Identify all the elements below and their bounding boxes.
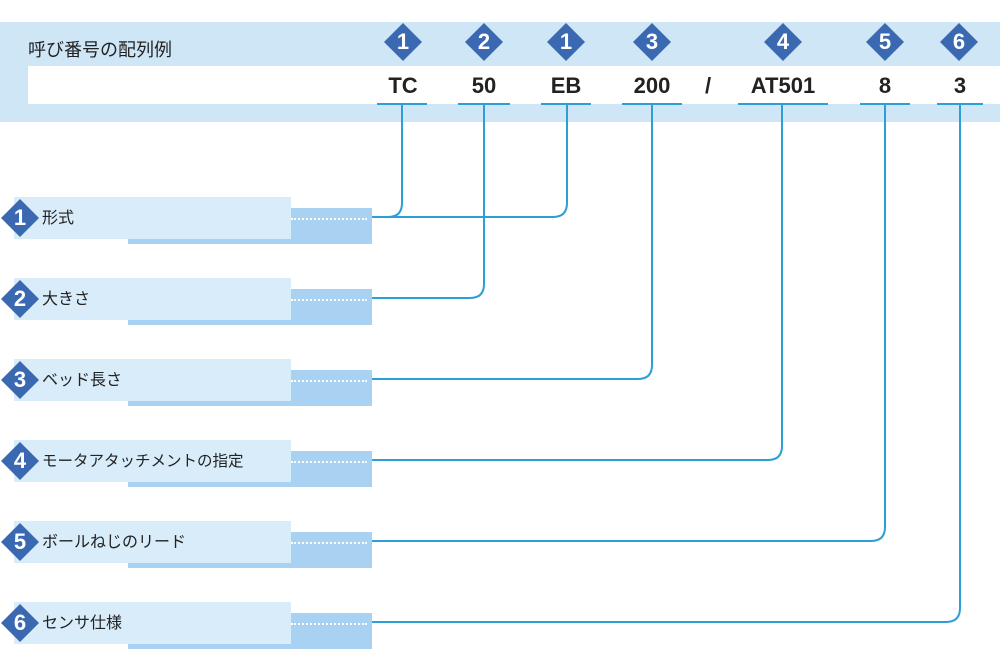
code-part-type: TC — [388, 73, 418, 98]
diagram-title: 呼び番号の配列例 — [28, 40, 172, 61]
code-part-sensor: 3 — [953, 73, 967, 98]
label-box-size — [14, 278, 291, 320]
code-underline — [738, 103, 828, 105]
label-dotted-line — [291, 461, 367, 463]
connector-sensor-spec — [369, 105, 961, 623]
code-separator: / — [704, 73, 712, 98]
badge-diamond-6: 6 — [939, 22, 979, 62]
connector-bed-length — [369, 105, 653, 380]
label-box-bed-length — [14, 359, 291, 401]
label-size: 大きさ — [42, 289, 91, 308]
label-dotted-line — [291, 218, 367, 220]
badge-diamond-6: 6 — [0, 603, 40, 643]
code-part-lead: 8 — [878, 73, 892, 98]
badge-diamond-3: 3 — [632, 22, 672, 62]
connector-type-tc — [369, 105, 403, 218]
code-part-type-suffix: EB — [550, 73, 582, 98]
label-sensor-spec: センサ仕様 — [42, 613, 123, 632]
badge-diamond-5: 5 — [0, 522, 40, 562]
code-underline — [937, 103, 983, 105]
badge-diamond-2: 2 — [0, 279, 40, 319]
badge-diamond-1: 1 — [383, 22, 423, 62]
badge-diamond-4: 4 — [0, 441, 40, 481]
connector-motor-attachment — [369, 105, 783, 461]
label-box-ball-screw-lead — [14, 521, 291, 563]
label-dotted-line — [291, 380, 367, 382]
badge-diamond-5: 5 — [865, 22, 905, 62]
code-underline — [458, 103, 510, 105]
code-underline — [860, 103, 910, 105]
label-ball-screw-lead: ボールねじのリード — [42, 532, 187, 551]
label-dotted-line — [291, 542, 367, 544]
connector-type-eb — [369, 105, 568, 218]
badge-diamond-1: 1 — [546, 22, 586, 62]
label-dotted-line — [291, 623, 367, 625]
badge-diamond-2: 2 — [464, 22, 504, 62]
code-underline — [541, 103, 591, 105]
label-box-sensor-spec — [14, 602, 291, 644]
label-box-motor-attachment — [14, 440, 291, 482]
code-part-bed-length: 200 — [633, 73, 671, 98]
code-part-motor-attachment: AT501 — [750, 73, 816, 98]
code-underline — [377, 103, 427, 105]
badge-diamond-3: 3 — [0, 360, 40, 400]
connector-size — [369, 105, 485, 299]
connector-ball-screw-lead — [369, 105, 886, 542]
badge-diamond-1: 1 — [0, 198, 40, 238]
label-dotted-line — [291, 299, 367, 301]
code-part-size: 50 — [471, 73, 497, 98]
label-type: 形式 — [42, 208, 75, 227]
label-motor-attachment: モータアタッチメントの指定 — [42, 452, 244, 470]
code-underline — [622, 103, 682, 105]
badge-diamond-4: 4 — [763, 22, 803, 62]
label-bed-length: ベッド長さ — [42, 370, 123, 389]
code-row-background — [28, 66, 1000, 104]
label-box-type — [14, 197, 291, 239]
